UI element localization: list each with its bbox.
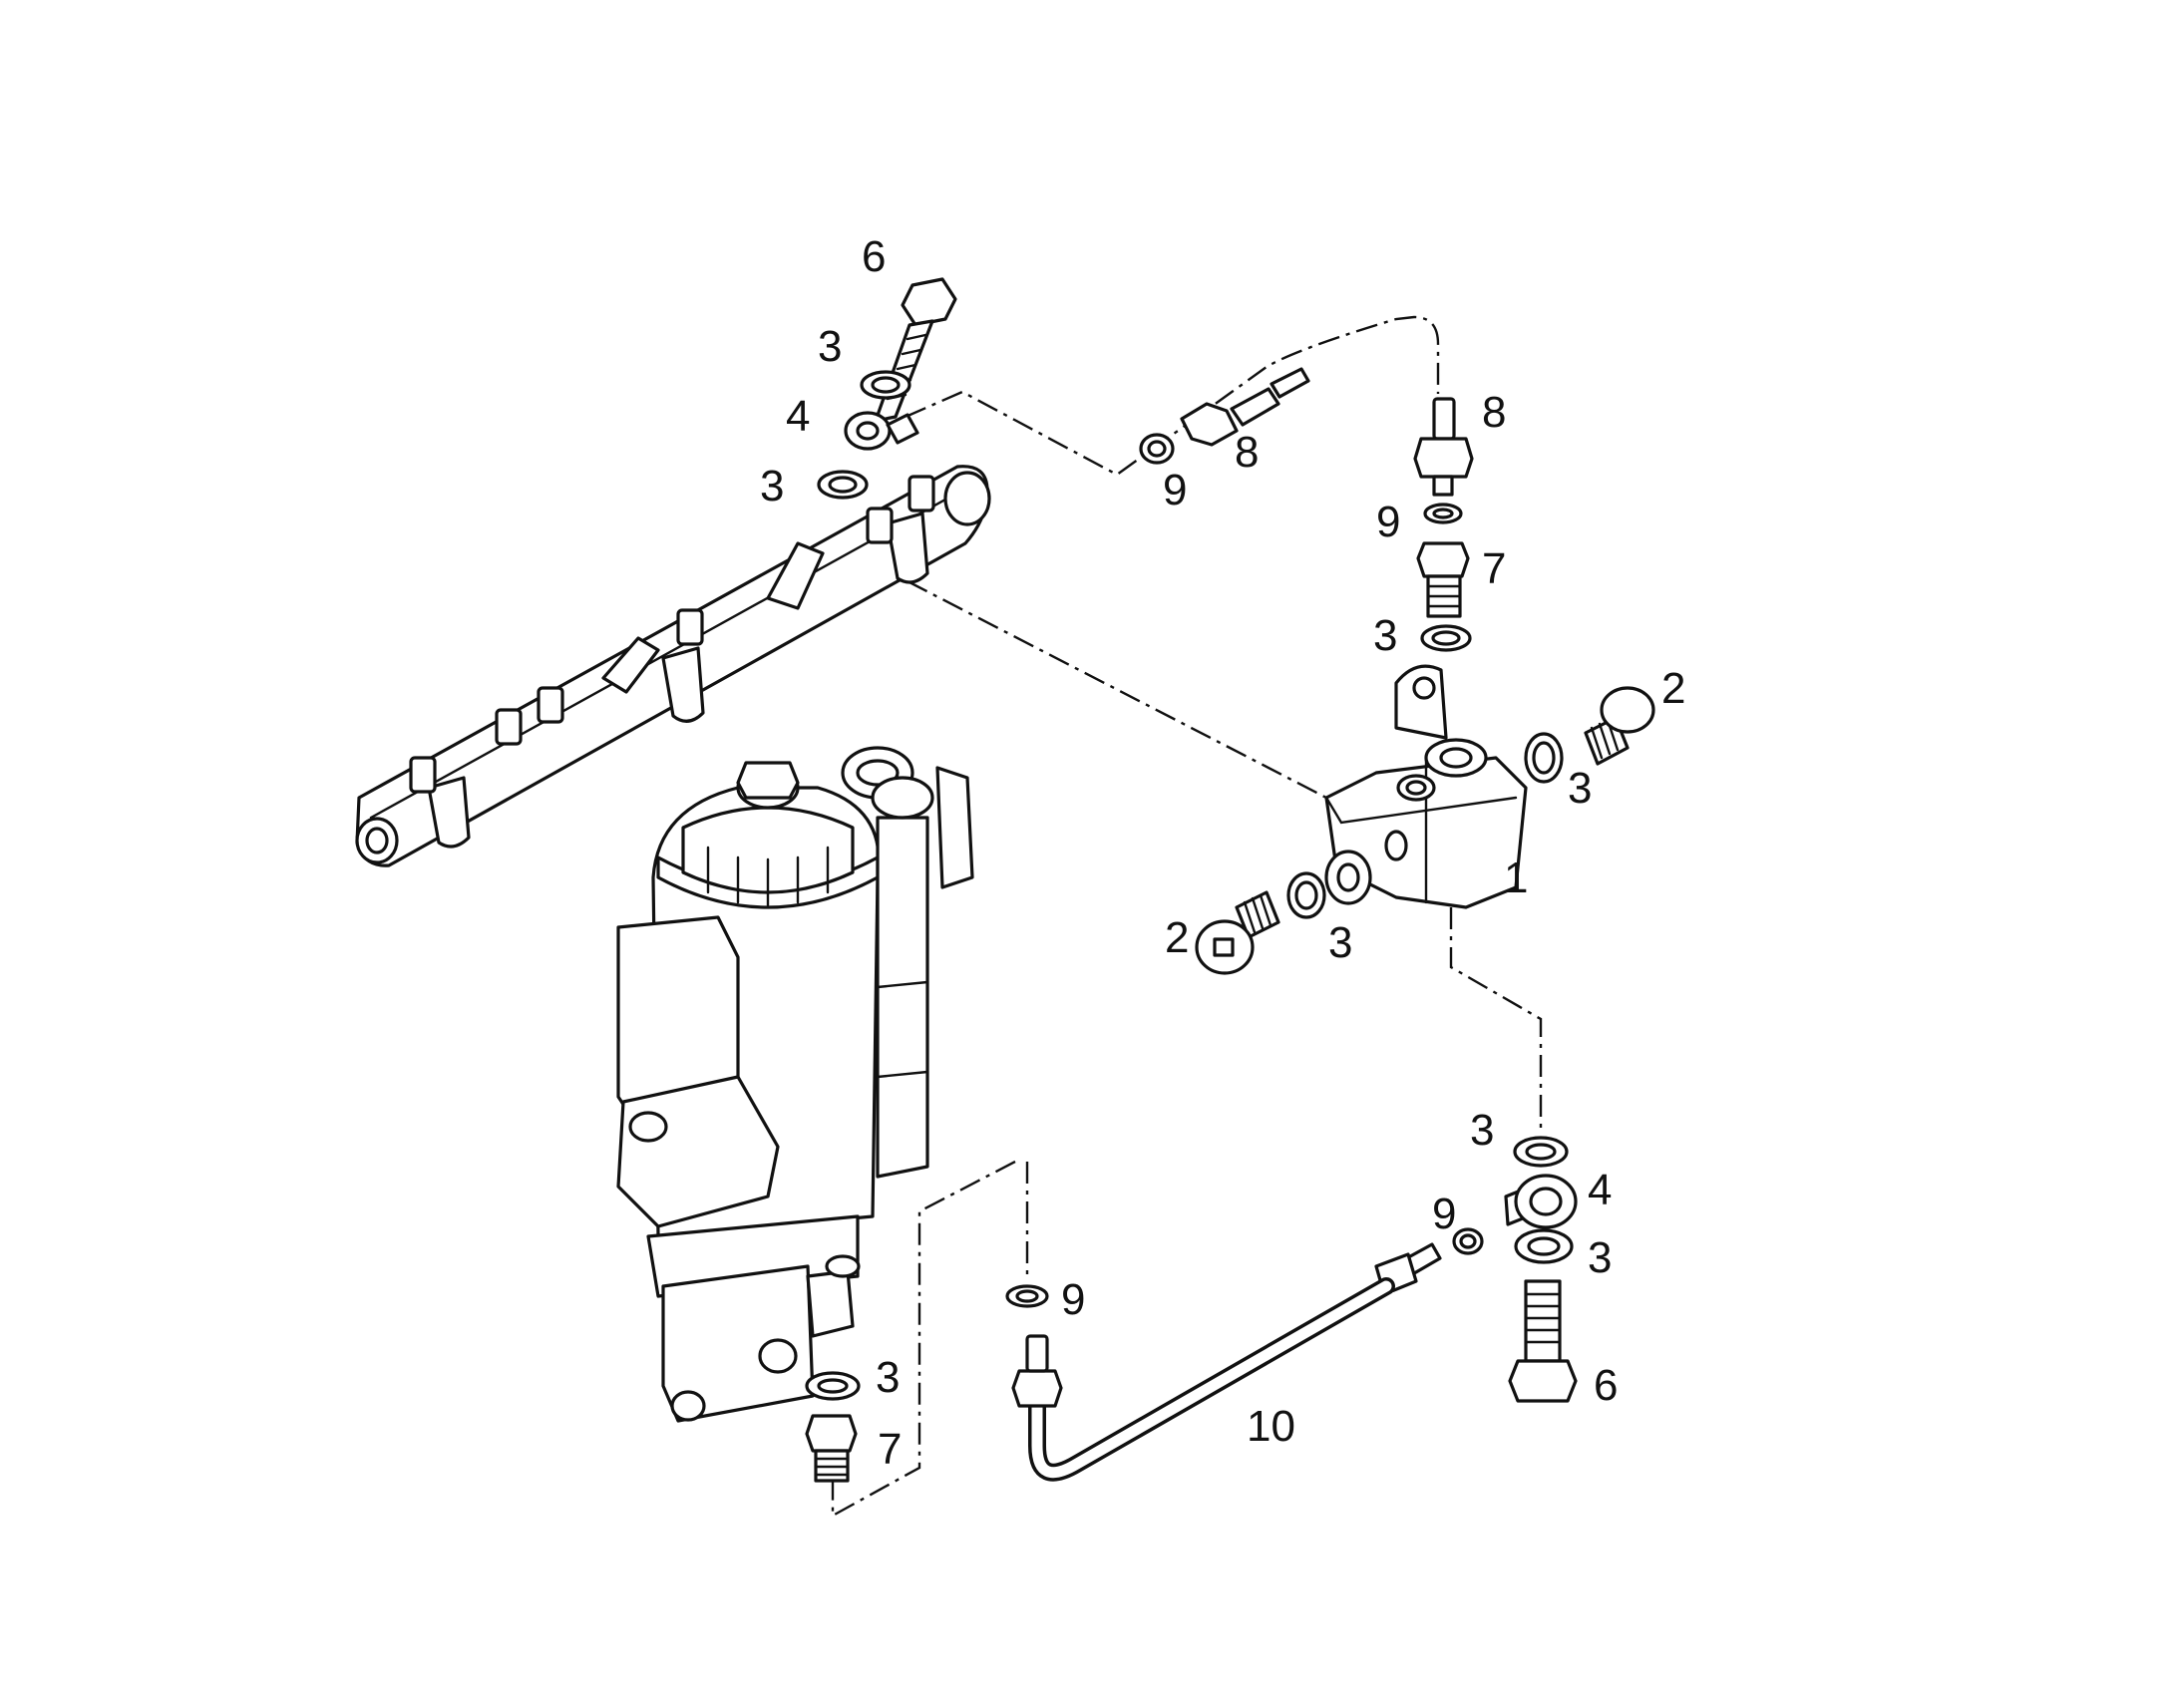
callout-2-left-plug: 2 [1165, 913, 1189, 962]
callout-9-fitting: 9 [1376, 498, 1400, 546]
callout-6-top: 6 [862, 232, 886, 281]
rail-outlets [409, 475, 935, 794]
callout-labels: 6 3 4 3 9 8 8 9 7 3 2 3 1 2 3 3 4 9 3 9 … [760, 232, 1685, 1474]
filter-outlet-fittings [805, 1371, 861, 1483]
callout-6-lower: 6 [1594, 1361, 1618, 1410]
callout-10-fuel-line: 10 [1247, 1402, 1295, 1451]
callout-8-fitting: 8 [1482, 388, 1506, 437]
callout-3-top-lower: 3 [760, 462, 784, 511]
callout-3-top-upper: 3 [818, 322, 842, 371]
lower-banjo-assembly [1452, 1136, 1578, 1403]
callout-3-filter: 3 [876, 1353, 900, 1402]
top-banjo-assembly [817, 277, 957, 500]
pressure-sensor [1139, 367, 1310, 465]
valve-block [1324, 664, 1528, 909]
callout-4-lower: 4 [1588, 1166, 1612, 1214]
callout-7-adapter-upper: 7 [1482, 544, 1506, 593]
callout-9-lower: 9 [1432, 1190, 1456, 1238]
callout-4-top: 4 [786, 392, 810, 441]
callout-8-sensor: 8 [1235, 428, 1259, 477]
fuel-line [1005, 1242, 1442, 1482]
fuel-rail [355, 465, 991, 867]
callout-3-left-washer: 3 [1328, 918, 1352, 967]
pipe-fitting-upper [1413, 397, 1474, 652]
callout-3-right-washer: 3 [1568, 764, 1592, 813]
callout-3-lower-lower: 3 [1588, 1233, 1612, 1282]
callout-7-filter: 7 [878, 1425, 902, 1474]
callout-9-line: 9 [1061, 1275, 1085, 1324]
fuel-filter-housing [616, 746, 974, 1423]
callout-3-upper-washer: 3 [1373, 611, 1397, 660]
valve-plugs [1195, 686, 1655, 975]
callout-9-sensor: 9 [1163, 466, 1187, 514]
leader-lines [831, 315, 1543, 1519]
callout-2-right-plug: 2 [1661, 664, 1685, 713]
callout-1-valve-block: 1 [1504, 854, 1528, 902]
callout-3-lower-upper: 3 [1470, 1106, 1494, 1155]
